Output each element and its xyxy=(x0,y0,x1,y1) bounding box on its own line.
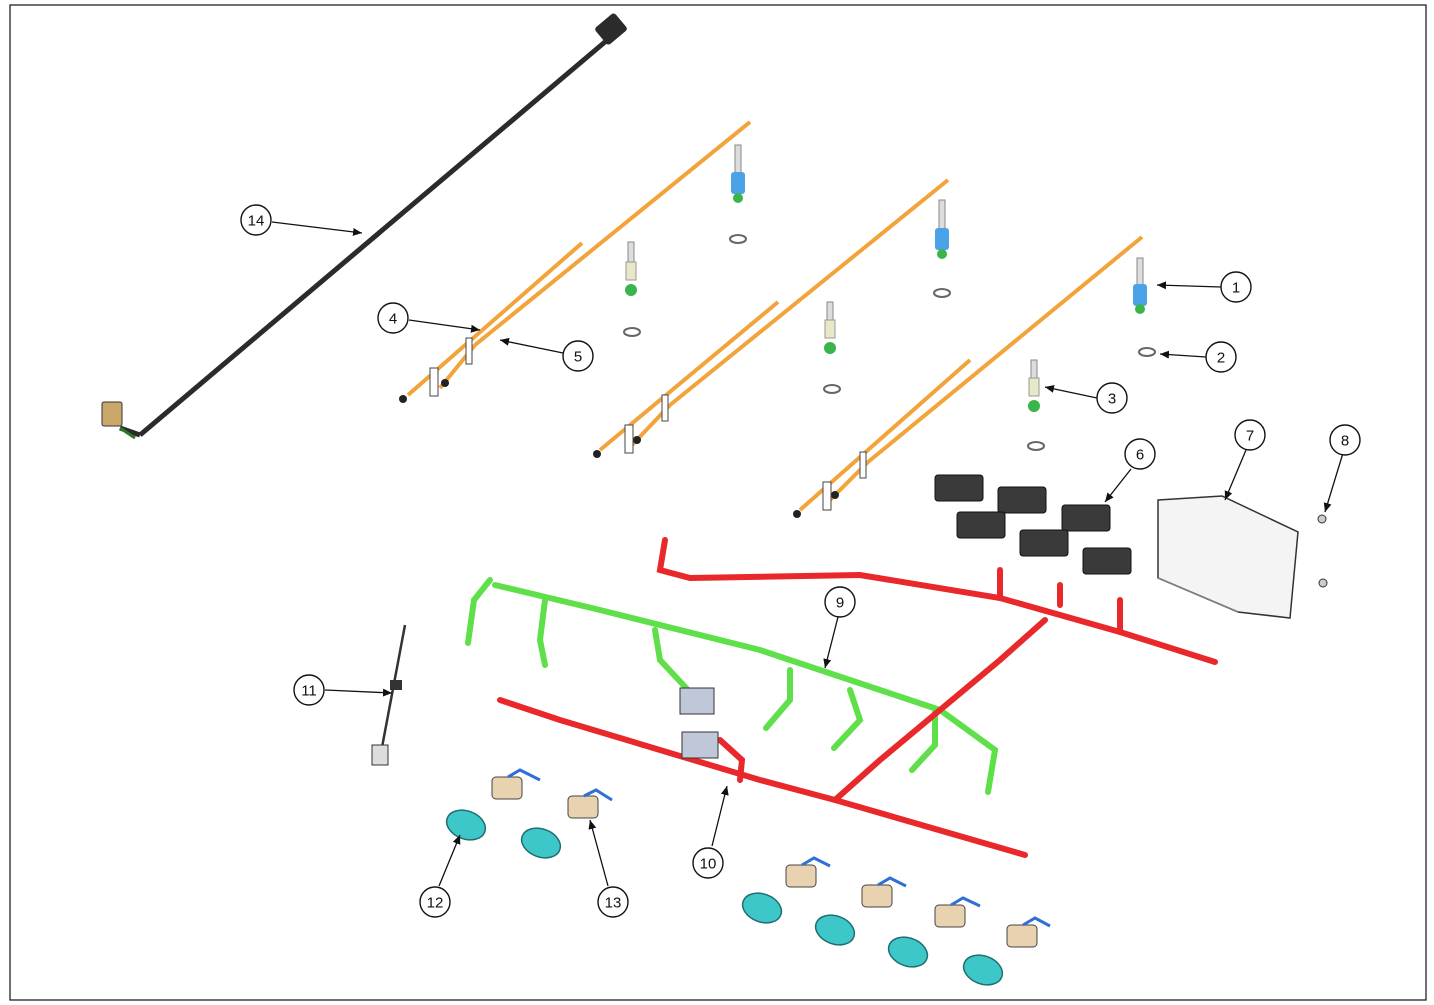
callout-14: 14 xyxy=(240,204,272,236)
svg-text:4: 4 xyxy=(389,311,397,328)
callout-leaders xyxy=(271,221,1344,887)
washer-2 xyxy=(1138,347,1156,357)
svg-text:9: 9 xyxy=(836,595,844,612)
control-module xyxy=(1157,495,1299,619)
svg-text:7: 7 xyxy=(1246,428,1254,445)
spark-plug-band-1 xyxy=(623,241,641,337)
spark-plug-blue-2 xyxy=(933,199,951,298)
fasteners-8 xyxy=(1317,514,1328,588)
callout-1: 1 xyxy=(1220,271,1252,303)
callout-11: 11 xyxy=(293,674,325,706)
svg-text:10: 10 xyxy=(700,856,717,873)
spark-plug-band-3 xyxy=(1027,359,1045,451)
svg-text:3: 3 xyxy=(1108,391,1116,408)
callout-12: 12 xyxy=(419,886,451,918)
callout-7: 7 xyxy=(1234,419,1266,451)
ignition-coils xyxy=(934,474,1132,575)
callout-3: 3 xyxy=(1096,382,1128,414)
harness-connector-block xyxy=(679,687,719,759)
svg-text:6: 6 xyxy=(1136,447,1144,464)
ignition-wire-set-2 xyxy=(593,178,950,458)
ignition-wire-set-3 xyxy=(793,235,1144,518)
spark-plug-blue-3 xyxy=(1133,257,1147,314)
callout-4: 4 xyxy=(377,302,409,334)
callout-13: 13 xyxy=(597,886,629,918)
svg-text:13: 13 xyxy=(605,895,622,912)
spark-plug-band-2 xyxy=(823,301,841,394)
diagram-frame xyxy=(9,4,1427,1001)
svg-text:5: 5 xyxy=(574,349,582,366)
seals-12 xyxy=(445,809,1004,986)
callout-6: 6 xyxy=(1124,438,1156,470)
harness-red xyxy=(497,537,1218,858)
svg-text:14: 14 xyxy=(248,213,265,230)
callout-10: 10 xyxy=(692,847,724,879)
svg-text:1: 1 xyxy=(1232,280,1240,297)
svg-text:11: 11 xyxy=(301,683,317,700)
ignition-wire-set-1 xyxy=(399,120,752,403)
svg-text:8: 8 xyxy=(1341,433,1349,450)
callout-5: 5 xyxy=(562,340,594,372)
callout-9: 9 xyxy=(824,586,856,618)
svg-text:2: 2 xyxy=(1217,350,1225,367)
spark-plug-blue-1 xyxy=(729,144,747,244)
callout-2: 2 xyxy=(1205,341,1237,373)
sensor-lead xyxy=(371,624,407,766)
callout-8: 8 xyxy=(1329,424,1361,456)
pigtails-13 xyxy=(491,768,1051,948)
svg-text:12: 12 xyxy=(427,895,444,912)
harness-green xyxy=(465,577,999,795)
power-cord xyxy=(101,13,627,440)
